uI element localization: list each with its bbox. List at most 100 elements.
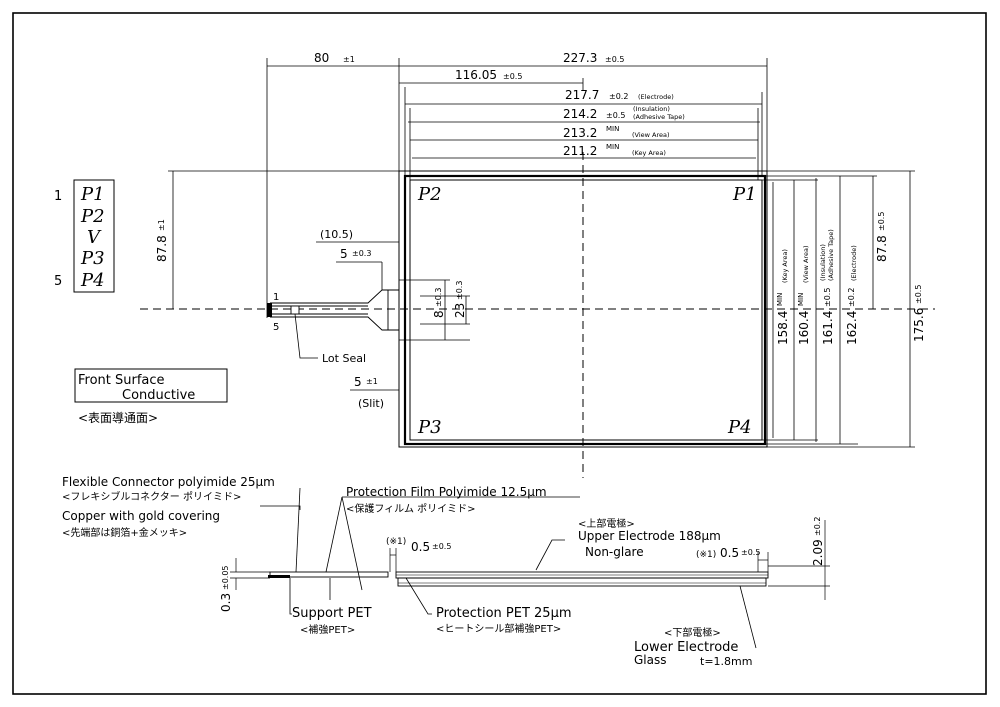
dim-209-tol: ±0.2 <box>813 517 822 536</box>
dim-214-tol: ±0.5 <box>606 111 625 120</box>
right-dimension-labels: 158.4 MIN (Key Area) 160.4 MIN (View Are… <box>776 212 926 345</box>
dim-227-tol: ±0.5 <box>605 55 624 64</box>
dim-03-tol: ±0.05 <box>221 565 230 590</box>
dim-158: 158.4 <box>776 311 790 345</box>
upper-electrode-jp: <上部電極> <box>578 517 635 530</box>
copper-label: Copper with gold covering <box>62 509 220 523</box>
dim-05-left: 0.5 <box>411 540 430 554</box>
dim-05-right-tol: ±0.5 <box>741 548 760 557</box>
right-dimension-extensions <box>762 170 915 448</box>
pin-legend-num-5: 5 <box>54 274 62 289</box>
cross-section <box>230 520 830 600</box>
flex-tail-contacts <box>267 303 272 317</box>
protection-film-label: Protection Film Polyimide 12.5μm <box>346 485 547 499</box>
corner-label-p3: P3 <box>417 417 442 438</box>
dim-213-note: (View Area) <box>632 131 670 139</box>
support-pet-label: Support PET <box>292 606 372 621</box>
dim-161-tol: ±0.5 <box>823 288 832 307</box>
dim-158-min: MIN <box>776 293 784 306</box>
dim-158-note: (Key Area) <box>781 249 789 283</box>
dim-211-min: MIN <box>606 143 619 151</box>
dim-10-5: (10.5) <box>320 228 353 241</box>
dim-209: 2.09 <box>811 539 825 566</box>
front-surface-box <box>74 368 228 403</box>
flex-tail <box>270 289 399 331</box>
dim-87-left-tol: ±1 <box>157 219 166 231</box>
dim-217-note: (Electrode) <box>638 93 674 101</box>
non-glare-label: Non-glare <box>585 545 644 559</box>
pin-legend-p1: P1 <box>80 184 105 205</box>
dim-161-note-1: (Insulation) <box>819 244 827 281</box>
section-leaders <box>260 487 757 649</box>
dim-8: 8 <box>432 310 446 318</box>
dim-175-tol: ±0.5 <box>914 285 923 304</box>
dim-160-note: (View Area) <box>802 245 810 283</box>
dim-5b-tol: ±1 <box>366 377 378 386</box>
dim-214-note-2: (Adhesive Tape) <box>633 113 685 121</box>
left-dimension <box>168 170 399 309</box>
dim-87-right-tol: ±0.5 <box>877 212 886 231</box>
pin-legend-num-1: 1 <box>54 189 62 204</box>
corner-label-p1: P1 <box>732 184 757 205</box>
dim-161: 161.4 <box>821 311 835 345</box>
front-surface-line2: Conductive <box>122 388 195 403</box>
dim-213-min: MIN <box>606 125 619 133</box>
corner-label-p2: P2 <box>417 184 442 205</box>
dim-227: 227.3 <box>563 51 597 65</box>
copper-jp: <先端部は銅箔+金メッキ> <box>62 526 187 539</box>
lower-electrode-jp: <下部電極> <box>664 626 721 639</box>
protection-pet-label: Protection PET 25μm <box>436 606 572 621</box>
dim-03: 0.3 <box>219 593 233 612</box>
pin-legend-box <box>73 179 115 293</box>
protection-pet-jp: <ヒートシール部補強PET> <box>436 622 561 635</box>
dim-5b: 5 <box>354 375 362 389</box>
tail-dimension-lines <box>294 241 470 391</box>
dim-175: 175.6 <box>912 308 926 342</box>
dim-211-note: (Key Area) <box>632 149 666 157</box>
pin-legend-p4: P4 <box>80 270 105 291</box>
star1-left: (※1) <box>386 537 406 547</box>
dim-80-tol: ±1 <box>343 55 355 64</box>
dim-87-left: 87.8 <box>155 235 169 262</box>
center-lines <box>140 152 935 478</box>
star1-right: (※1) <box>696 550 716 560</box>
tail-pin-1: 1 <box>273 292 279 303</box>
dim-162: 162.4 <box>845 311 859 345</box>
lot-seal-label: Lot Seal <box>322 352 366 365</box>
dim-87-left-group: 87.8 ±1 <box>155 219 169 262</box>
corner-label-p4: P4 <box>727 417 752 438</box>
tail-pin-5: 5 <box>273 322 279 333</box>
top-dimension-extensions <box>266 58 768 318</box>
upper-electrode-label: Upper Electrode 188μm <box>578 529 721 543</box>
flex-connector-label: Flexible Connector polyimide 25μm <box>62 475 275 489</box>
glass-label: Glass <box>634 653 667 667</box>
dim-213: 213.2 <box>563 126 597 140</box>
front-surface-jp: <表面導通面> <box>78 411 158 425</box>
dim-161-note-2: (Adhesive Tape) <box>827 229 835 281</box>
dim-80: 80 <box>314 51 329 65</box>
drawing-frame <box>12 12 987 695</box>
dim-87-right: 87.8 <box>875 235 889 262</box>
dim-217: 217.7 <box>565 88 599 102</box>
dim-162-tol: ±0.2 <box>847 288 856 307</box>
lot-seal-mark <box>290 305 300 315</box>
front-surface-line1: Front Surface <box>78 373 165 388</box>
dim-05-left-tol: ±0.5 <box>432 542 451 551</box>
support-pet-jp: <補強PET> <box>300 623 355 636</box>
flex-connector-jp: <フレキシブルコネクター ポリイミド> <box>62 490 241 503</box>
protection-film-jp: <保護フィルム ポリイミド> <box>346 502 476 515</box>
thickness-label: t=1.8mm <box>700 655 752 668</box>
dim-214: 214.2 <box>563 107 597 121</box>
dim-05-right: 0.5 <box>720 546 739 560</box>
pin-legend-p2: P2 <box>80 206 105 227</box>
dim-23-tol: ±0.3 <box>455 281 464 300</box>
pin-legend-v: V <box>87 227 102 248</box>
dim-23: 23 <box>453 303 467 318</box>
slit-label: (Slit) <box>358 397 384 410</box>
dim-211: 211.2 <box>563 144 597 158</box>
right-dimension-lines <box>772 171 911 447</box>
dim-116: 116.05 <box>455 68 497 82</box>
dim-160-min: MIN <box>797 293 805 306</box>
dim-5a-tol: ±0.3 <box>352 249 371 258</box>
